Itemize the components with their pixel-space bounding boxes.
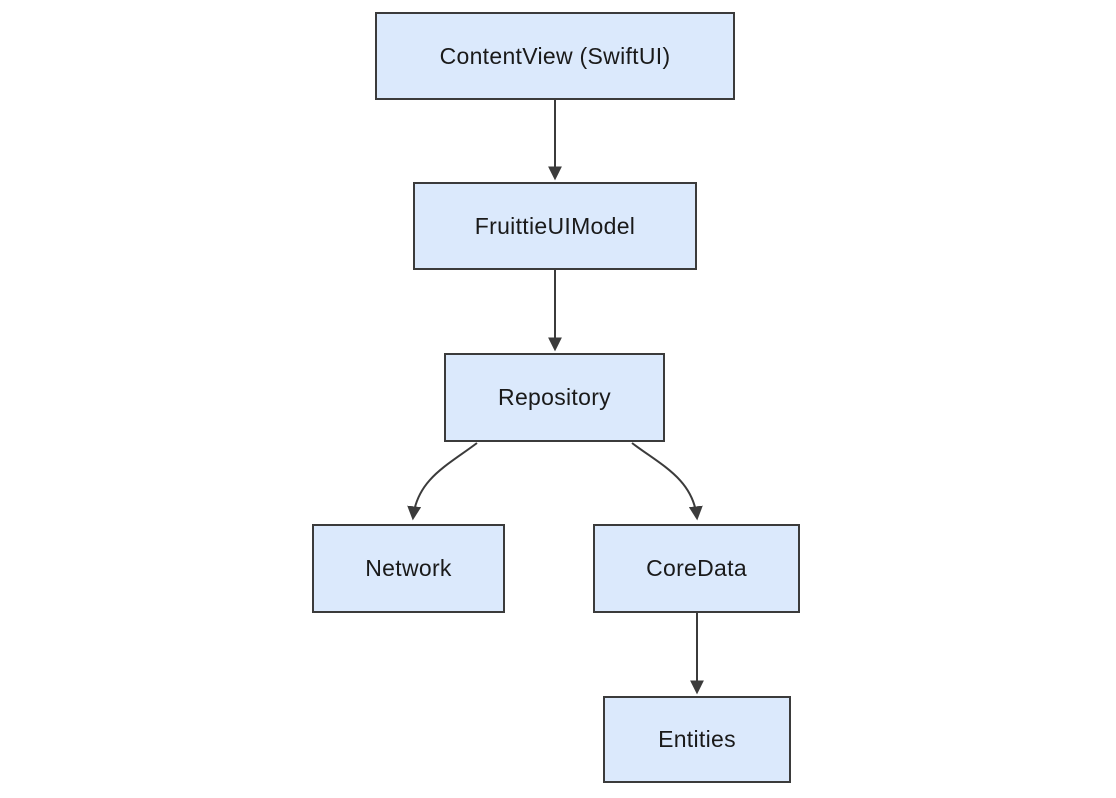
- node-fruittieuimodel: FruittieUIModel: [413, 182, 697, 270]
- node-coredata-label: CoreData: [646, 555, 747, 581]
- node-network-label: Network: [365, 555, 452, 581]
- node-entities: Entities: [603, 696, 791, 783]
- edge-repository-network: [407, 442, 478, 521]
- edge-repository-coredata: [631, 442, 703, 521]
- node-coredata: CoreData: [593, 524, 800, 613]
- node-fruittieuimodel-label: FruittieUIModel: [474, 212, 636, 239]
- node-repository-label: Repository: [498, 384, 611, 410]
- node-network: Network: [312, 524, 505, 613]
- node-contentview: ContentView (SwiftUI): [375, 12, 735, 100]
- node-contentview-label: ContentView (SwiftUI): [439, 42, 671, 69]
- node-entities-label: Entities: [658, 726, 736, 752]
- node-repository: Repository: [444, 353, 665, 442]
